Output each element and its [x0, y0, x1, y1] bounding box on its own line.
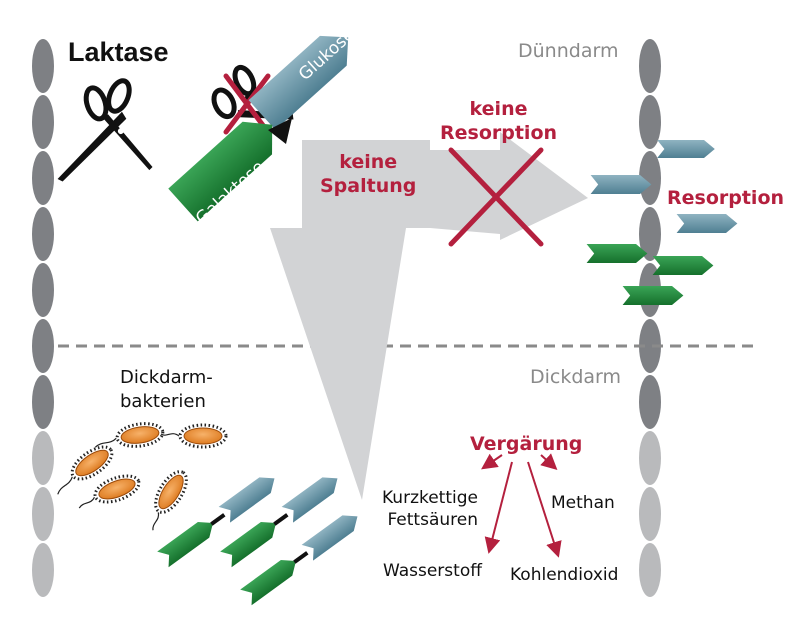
- scfa-line-1: Kurzkettige: [382, 488, 478, 508]
- galactose-block: [168, 121, 273, 222]
- fermentation-arrows: [481, 453, 562, 558]
- large-intestine-label: Dickdarm: [530, 366, 622, 388]
- hydrogen-label: Wasserstoff: [383, 561, 482, 581]
- resorption-label: Resorption: [667, 187, 785, 209]
- no-split-line-1: keine: [339, 151, 398, 173]
- absorbed-molecules: [586, 140, 738, 305]
- no-resorption-label: keine Resorption: [440, 97, 557, 145]
- scfa-label: Kurzkettige Fettsäuren: [382, 487, 478, 531]
- scfa-line-2: Fettsäuren: [387, 510, 478, 530]
- bacteria-line-2: bakterien: [120, 391, 206, 412]
- no-resorption-cross-icon: [448, 147, 544, 247]
- scissors-icon: [57, 78, 153, 182]
- bacteria-line-1: Dickdarm-: [120, 367, 213, 388]
- left-intestinal-wall: [32, 39, 54, 597]
- no-split-label: keine Spaltung: [320, 150, 416, 198]
- lactose-molecule: [168, 35, 349, 222]
- no-resorption-line-1: keine: [469, 98, 528, 120]
- no-resorption-line-2: Resorption: [440, 122, 558, 144]
- co2-label: Kohlendioxid: [510, 565, 619, 585]
- page-title: Laktase: [68, 37, 169, 67]
- fermentation-label: Vergärung: [470, 433, 583, 455]
- methane-label: Methan: [551, 493, 615, 513]
- downward-flow-arrow: [270, 140, 430, 500]
- cross-icon: [223, 73, 271, 135]
- small-intestine-label: Dünndarm: [518, 40, 619, 62]
- bacteria-icons: [57, 422, 228, 531]
- glucose-block: [248, 35, 349, 130]
- no-split-line-2: Spaltung: [320, 175, 417, 197]
- right-intestinal-wall: [639, 39, 661, 597]
- lactose-pairs-colon: [157, 470, 364, 606]
- bacteria-label: Dickdarm- bakterien: [120, 366, 213, 414]
